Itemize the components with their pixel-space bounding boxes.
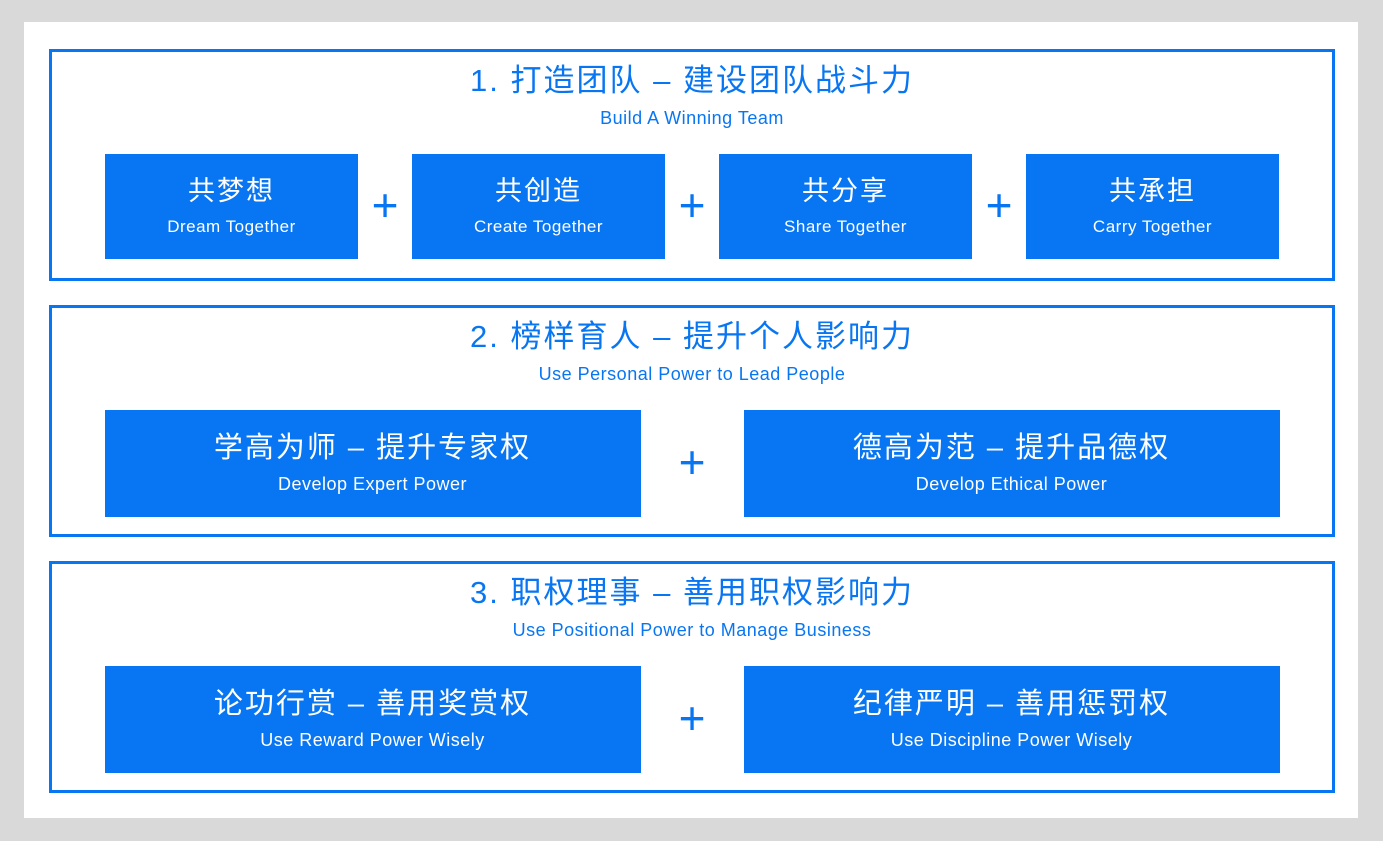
box-label-zh: 共分享 (802, 176, 889, 207)
box-expert-power: 学高为师 – 提升专家权 Develop Expert Power (104, 410, 641, 517)
plus-icon: + (678, 435, 706, 488)
section-subtitle: Build A Winning Team (600, 108, 784, 128)
section-positional-power: 3. 职权理事 – 善用职权影响力 Use Positional Power t… (49, 561, 1335, 793)
box-label-zh: 共承担 (1109, 176, 1196, 207)
section-title: 2. 榜样育人 – 提升个人影响力 (470, 319, 914, 354)
box-ethical-power: 德高为范 – 提升品德权 Develop Ethical Power (743, 410, 1280, 517)
section-subtitle: Use Positional Power to Manage Business (512, 620, 872, 640)
diagram-canvas: 1. 打造团队 – 建设团队战斗力 Build A Winning Team 共… (24, 22, 1358, 818)
plus-icon: + (371, 178, 399, 231)
box-label-en: Dream Together (167, 216, 296, 236)
plus-icon: + (678, 691, 706, 744)
box-label-en: Use Discipline Power Wisely (890, 730, 1133, 751)
boxes-row: 论功行赏 – 善用奖赏权 Use Reward Power Wisely + 纪… (52, 666, 1332, 773)
section-subtitle: Use Personal Power to Lead People (538, 364, 846, 384)
section-title: 1. 打造团队 – 建设团队战斗力 (470, 63, 914, 98)
section-title: 3. 职权理事 – 善用职权影响力 (470, 575, 914, 610)
box-label-en: Carry Together (1092, 216, 1213, 236)
box-label-en: Create Together (473, 216, 604, 236)
boxes-row: 学高为师 – 提升专家权 Develop Expert Power + 德高为范… (52, 410, 1332, 517)
box-label-en: Develop Ethical Power (915, 474, 1108, 495)
box-create-together: 共创造 Create Together (412, 154, 665, 259)
box-reward-power: 论功行赏 – 善用奖赏权 Use Reward Power Wisely (104, 666, 641, 773)
box-label-en: Use Reward Power Wisely (260, 730, 485, 751)
box-label-zh: 德高为范 – 提升品德权 (852, 431, 1171, 464)
plus-icon: + (678, 178, 706, 231)
box-label-en: Develop Expert Power (277, 474, 468, 495)
box-label-en: Share Together (784, 216, 907, 236)
section-personal-power: 2. 榜样育人 – 提升个人影响力 Use Personal Power to … (49, 305, 1335, 537)
box-dream-together: 共梦想 Dream Together (105, 154, 358, 259)
boxes-row: 共梦想 Dream Together + 共创造 Create Together… (52, 154, 1332, 259)
box-label-zh: 共创造 (495, 176, 582, 207)
box-carry-together: 共承担 Carry Together (1026, 154, 1279, 259)
box-label-zh: 论功行赏 – 善用奖赏权 (213, 687, 532, 720)
box-label-zh: 纪律严明 – 善用惩罚权 (852, 687, 1171, 720)
plus-icon: + (985, 178, 1013, 231)
box-share-together: 共分享 Share Together (719, 154, 972, 259)
section-build-team: 1. 打造团队 – 建设团队战斗力 Build A Winning Team 共… (49, 49, 1335, 281)
box-discipline-power: 纪律严明 – 善用惩罚权 Use Discipline Power Wisely (743, 666, 1280, 773)
box-label-zh: 学高为师 – 提升专家权 (213, 431, 532, 464)
box-label-zh: 共梦想 (188, 176, 275, 207)
